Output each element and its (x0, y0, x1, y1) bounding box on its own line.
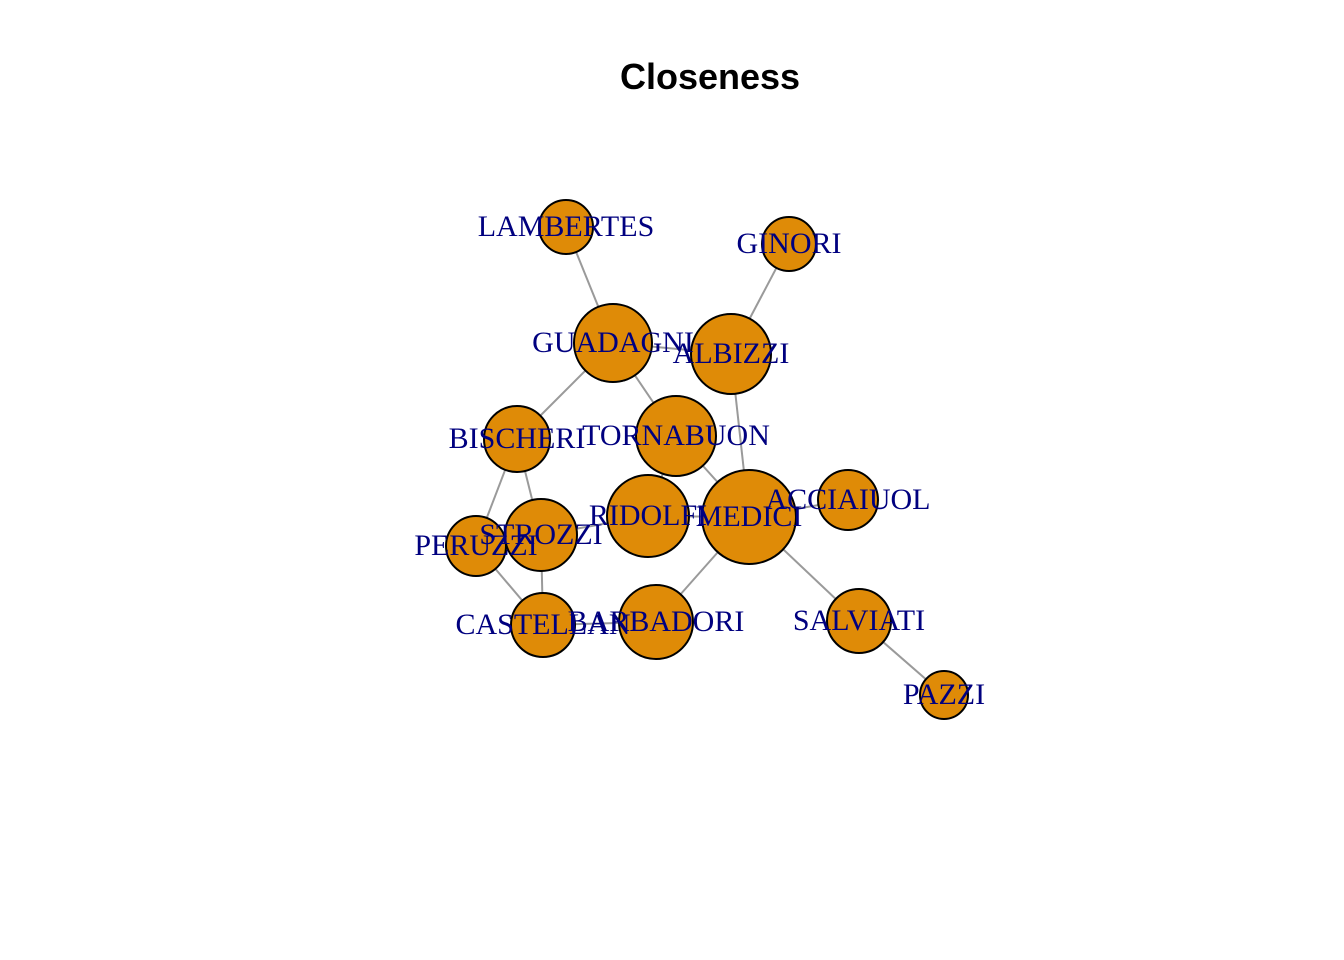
node-label-strozzi: STROZZI (479, 518, 602, 551)
node-label-ginori: GINORI (737, 227, 842, 260)
node-label-ridolfi: RIDOLFI (589, 499, 707, 532)
node-acciaiuol (817, 469, 879, 531)
node-bischeri (483, 405, 551, 473)
node-tornabuon (635, 395, 717, 477)
node-medici (701, 469, 797, 565)
node-layer (445, 199, 969, 720)
node-salviati (826, 588, 892, 654)
node-label-peruzzi: PERUZZI (414, 529, 537, 562)
node-label-castellan: CASTELLAN (456, 608, 631, 641)
node-strozzi (504, 498, 578, 572)
plot-title: Closeness (619, 56, 801, 97)
node-pazzi (919, 670, 969, 720)
node-castellan (510, 592, 576, 658)
node-label-barbadori: BARBADORI (568, 605, 745, 638)
node-albizzi (690, 313, 772, 395)
node-label-bischeri: BISCHERI (449, 422, 586, 455)
node-label-salviati: SALVIATI (793, 604, 925, 637)
node-lambertes (538, 199, 594, 255)
node-ginori (761, 216, 817, 272)
node-label-tornabuon: TORNABUON (582, 419, 770, 452)
node-label-lambertes: LAMBERTES (478, 210, 655, 243)
node-barbadori (618, 584, 694, 660)
node-label-acciaiuol: ACCIAIUOL (766, 483, 931, 516)
node-label-albizzi: ALBIZZI (673, 337, 790, 370)
node-ridolfi (606, 474, 690, 558)
node-label-guadagni: GUADAGNI (532, 326, 694, 359)
node-guadagni (573, 303, 653, 383)
node-label-medici: MEDICI (696, 500, 803, 533)
node-label-pazzi: PAZZI (903, 678, 985, 711)
